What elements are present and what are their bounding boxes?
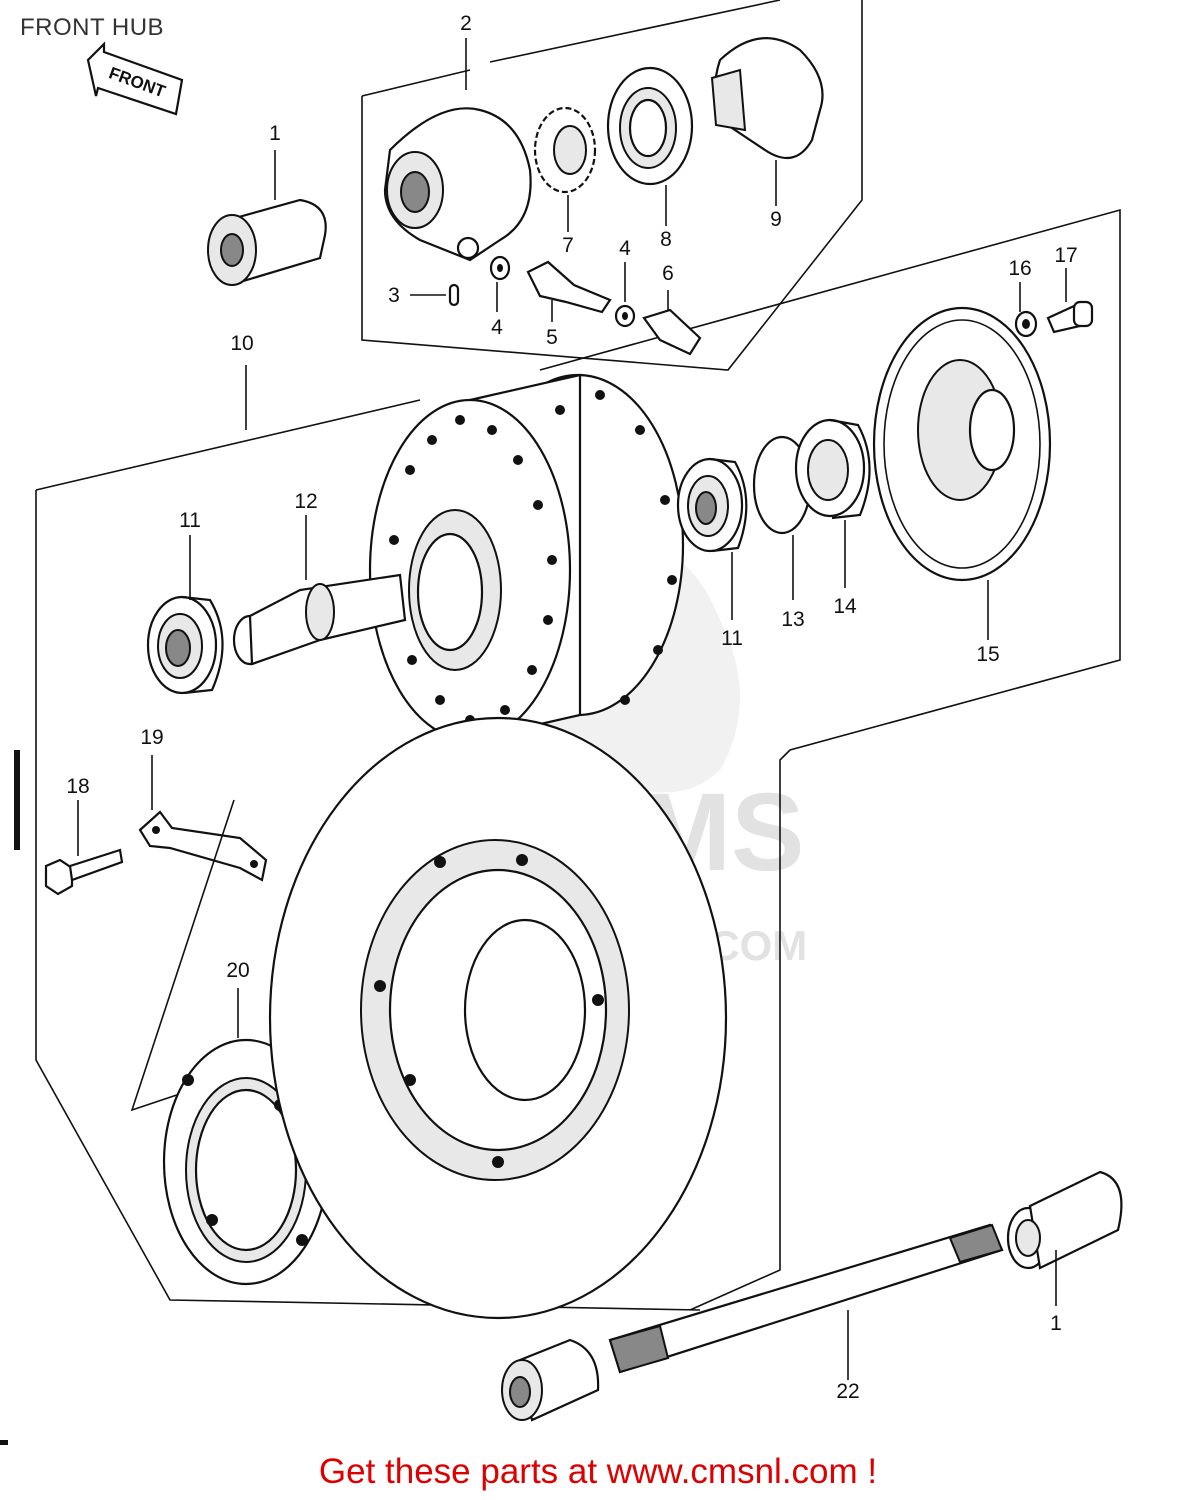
callout-4-left: 4 bbox=[491, 316, 503, 339]
part-4-washer-right bbox=[614, 262, 636, 328]
meter-gear-group-outline bbox=[361, 0, 863, 371]
callout-4-right: 4 bbox=[619, 237, 631, 260]
callout-5: 5 bbox=[546, 326, 558, 349]
callout-11-right: 11 bbox=[721, 627, 743, 650]
part-2-meter-gearbox-housing bbox=[383, 107, 532, 262]
callout-22: 22 bbox=[836, 1380, 859, 1403]
callout-14: 14 bbox=[833, 595, 857, 618]
brake-disc bbox=[268, 716, 728, 1320]
part-15-hub-cover bbox=[872, 306, 1052, 640]
part-5-meter-pinion bbox=[526, 260, 612, 322]
part-22-axle bbox=[608, 1223, 1004, 1380]
part-7-meter-gear bbox=[533, 106, 597, 232]
part-11-bearing-right bbox=[676, 457, 748, 620]
callout-labels: 1 2 3 4 5 4 6 7 8 9 10 11 12 11 13 14 15… bbox=[66, 12, 1077, 1403]
callout-11-left: 11 bbox=[179, 509, 201, 532]
page-title: FRONT HUB bbox=[20, 14, 165, 41]
callout-2: 2 bbox=[460, 12, 472, 35]
callout-1-bottom: 1 bbox=[1050, 1312, 1062, 1335]
callout-9: 9 bbox=[770, 208, 782, 231]
part-1-spacer-collar bbox=[207, 150, 327, 286]
callout-7: 7 bbox=[562, 234, 574, 257]
callout-3: 3 bbox=[388, 284, 400, 307]
exploded-parts-diagram: CMS WWW.CMSNL.COM FRONT bbox=[0, 0, 1123, 1445]
callout-18: 18 bbox=[66, 775, 89, 798]
footer-cta-link[interactable]: Get these parts at www.cmsnl.com ! bbox=[318, 1452, 878, 1491]
part-8-oil-seal bbox=[606, 66, 694, 226]
callout-6: 6 bbox=[662, 262, 674, 285]
part-17-screw bbox=[1046, 268, 1094, 334]
part-9-gear-retainer bbox=[710, 37, 824, 206]
callout-12: 12 bbox=[294, 490, 317, 513]
part-4-washer-left bbox=[489, 255, 511, 312]
callout-19: 19 bbox=[140, 726, 163, 749]
part-11-bearing-left bbox=[146, 535, 224, 695]
axle-nut-collar bbox=[501, 1338, 600, 1422]
callout-16: 16 bbox=[1008, 257, 1031, 280]
part-3-pin bbox=[410, 283, 460, 307]
callout-1-top: 1 bbox=[269, 122, 281, 145]
callout-20: 20 bbox=[226, 959, 249, 982]
callout-15: 15 bbox=[976, 643, 999, 666]
part-14-oil-seal bbox=[794, 418, 871, 588]
scan-edge-marks bbox=[0, 750, 20, 1445]
callout-13: 13 bbox=[781, 608, 804, 631]
callout-17: 17 bbox=[1054, 244, 1077, 267]
callout-10: 10 bbox=[230, 332, 253, 355]
part-1-spacer-collar-bottom bbox=[1006, 1170, 1123, 1306]
part-10-front-hub-body bbox=[368, 373, 685, 742]
part-12-distance-collar bbox=[232, 515, 407, 666]
callout-8: 8 bbox=[660, 228, 672, 251]
front-direction-arrow: FRONT bbox=[86, 41, 184, 116]
part-6-bushing bbox=[642, 290, 702, 356]
part-16-washer bbox=[1014, 282, 1038, 338]
part-18-disc-bolt bbox=[44, 800, 124, 896]
